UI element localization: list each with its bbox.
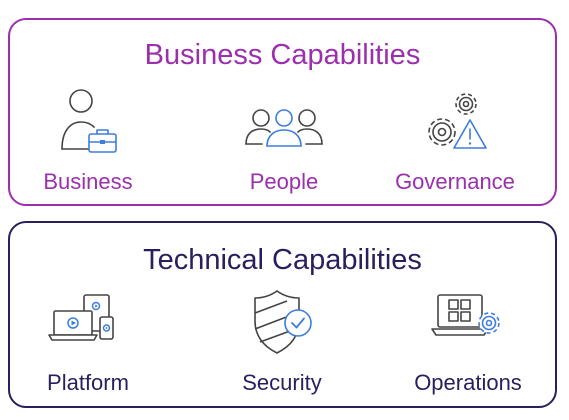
business-capabilities-panel: Business Capabilities Business — [8, 18, 557, 206]
business-capabilities-title: Business Capabilities — [144, 39, 421, 71]
business-capability: Business — [13, 86, 163, 195]
governance-capability: Governance — [380, 86, 530, 195]
governance-label: Governance — [395, 169, 515, 194]
people-label: People — [249, 169, 319, 194]
technical-capabilities-title: Technical Capabilities — [143, 244, 422, 276]
people-capability: People — [209, 86, 359, 195]
technical-capabilities-panel: Technical Capabilities Platform — [8, 221, 557, 408]
security-capability: Security — [207, 287, 357, 396]
platform-label: Platform — [47, 370, 129, 395]
gears-with-warning-icon — [428, 93, 487, 149]
platform-capability: Platform — [13, 287, 163, 396]
person-with-briefcase-icon — [61, 89, 117, 153]
security-label: Security — [242, 370, 322, 395]
business-label: Business — [43, 169, 133, 194]
shield-with-check-icon — [254, 290, 312, 354]
multiple-devices-icon — [48, 294, 114, 341]
operations-label: Operations — [414, 370, 522, 395]
people-group-icon — [245, 109, 323, 147]
monitor-with-gear-icon — [431, 294, 500, 336]
operations-capability: Operations — [393, 287, 543, 396]
